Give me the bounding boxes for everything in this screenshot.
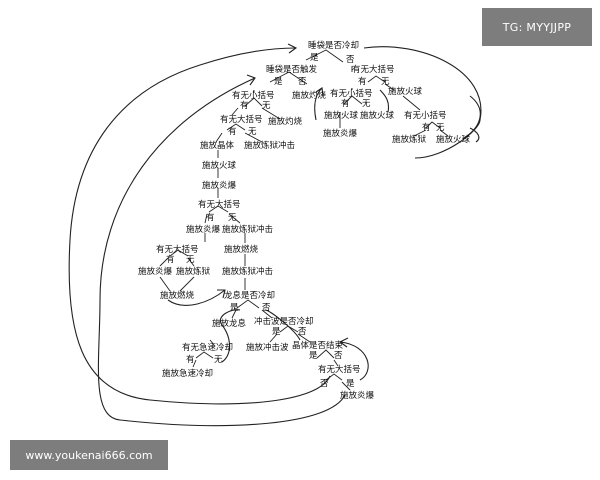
node-fireball: 施放火球	[436, 134, 471, 145]
edge-yes: 有	[186, 354, 195, 365]
node-flame: 施放炎爆	[323, 128, 358, 139]
connector-lines	[159, 49, 449, 391]
node-hellfire: 施放炼狱	[176, 266, 211, 277]
node-crystal: 施放晶体	[200, 140, 235, 151]
edge-yes: 有	[206, 212, 215, 223]
edge-yes: 有	[341, 98, 350, 109]
node-flame: 施放炎爆	[202, 180, 237, 191]
edge-no: 无	[214, 355, 223, 365]
edge-no: 否	[298, 327, 307, 337]
node-fireball: 施放火球	[388, 86, 423, 97]
edge-yes: 有	[240, 100, 249, 111]
node-shuidai-cool: 睡袋是否冷却	[308, 40, 359, 51]
node-small-bracket: 有无小括号	[404, 110, 447, 121]
edge-no: 无	[362, 99, 371, 109]
node-dragon-cool: 龙息是否冷却	[224, 290, 275, 301]
node-fireball: 施放火球	[324, 110, 359, 121]
node-rapid: 施放急速冷却	[162, 368, 213, 379]
node-big-bracket: 有无大括号	[220, 114, 263, 125]
node-hellstrike: 施放炼狱冲击	[222, 266, 273, 277]
edge-no: 无	[381, 77, 390, 87]
node-shockwave: 施放冲击波	[246, 342, 289, 353]
edge-yes: 是	[230, 303, 239, 313]
edge-yes: 是	[272, 327, 281, 337]
node-flame: 施放炎爆	[138, 266, 173, 277]
node-ignite: 施放燃烧	[160, 290, 195, 301]
edge-yes: 是	[310, 53, 319, 63]
edge-no: 否	[298, 77, 307, 87]
edge-yes: 有	[228, 126, 237, 137]
tg-badge: TG: MYYJJPP	[482, 8, 592, 46]
node-burn: 施放灼烧	[268, 116, 303, 127]
node-crystal-end: 晶体是否结束	[292, 340, 344, 351]
node-rapid-cool: 有无急速冷却	[182, 342, 233, 353]
edge-no: 否	[346, 55, 355, 65]
node-small-bracket: 有无小括号	[232, 90, 275, 101]
node-big-bracket: 有无大括号	[352, 64, 395, 75]
node-hellstrike: 施放炼狱冲击	[222, 224, 273, 235]
node-shuidai-trigger: 睡袋是否触发	[266, 64, 318, 75]
edge-no: 否	[262, 303, 271, 313]
node-big-bracket: 有无大括号	[198, 199, 241, 210]
node-labels: 睡袋是否冷却 是 否 睡袋是否触发 是 否 有无大括号 有 无 施放灼烧 有无小…	[138, 40, 471, 401]
node-ignite: 施放燃烧	[224, 244, 259, 255]
edge-yes: 有	[422, 122, 431, 133]
edge-no: 否	[320, 379, 329, 389]
edge-no: 无	[262, 101, 271, 111]
node-big-bracket: 有无大括号	[156, 244, 199, 255]
edge-no: 否	[334, 351, 343, 361]
edge-yes: 是	[346, 379, 355, 389]
website-watermark: www.youkenai666.com	[10, 440, 168, 470]
node-big-bracket: 有无大括号	[318, 364, 361, 375]
node-burn: 施放灼烧	[292, 90, 327, 101]
node-fireball: 施放火球	[360, 110, 395, 121]
node-flame: 施放炎爆	[186, 224, 221, 235]
node-hellfire: 施放炼狱	[392, 134, 427, 145]
edge-yes: 是	[309, 351, 318, 361]
edge-yes: 有	[166, 254, 175, 265]
edge-no: 无	[228, 213, 237, 223]
node-dragon: 施放龙息	[212, 318, 247, 329]
edge-no: 无	[436, 123, 445, 133]
node-fireball: 施放火球	[202, 160, 237, 171]
node-flame: 施放炎爆	[340, 390, 375, 401]
node-hellstrike: 施放炼狱冲击	[244, 140, 295, 151]
node-small-bracket: 有无小括号	[330, 88, 373, 99]
edge-yes: 有	[358, 76, 367, 87]
edge-no: 无	[186, 255, 195, 265]
edge-yes: 是	[274, 77, 283, 87]
loop-arrows	[68, 43, 482, 427]
node-shockwave-cool: 冲击波是否冷却	[254, 316, 314, 327]
edge-no: 无	[248, 127, 257, 137]
